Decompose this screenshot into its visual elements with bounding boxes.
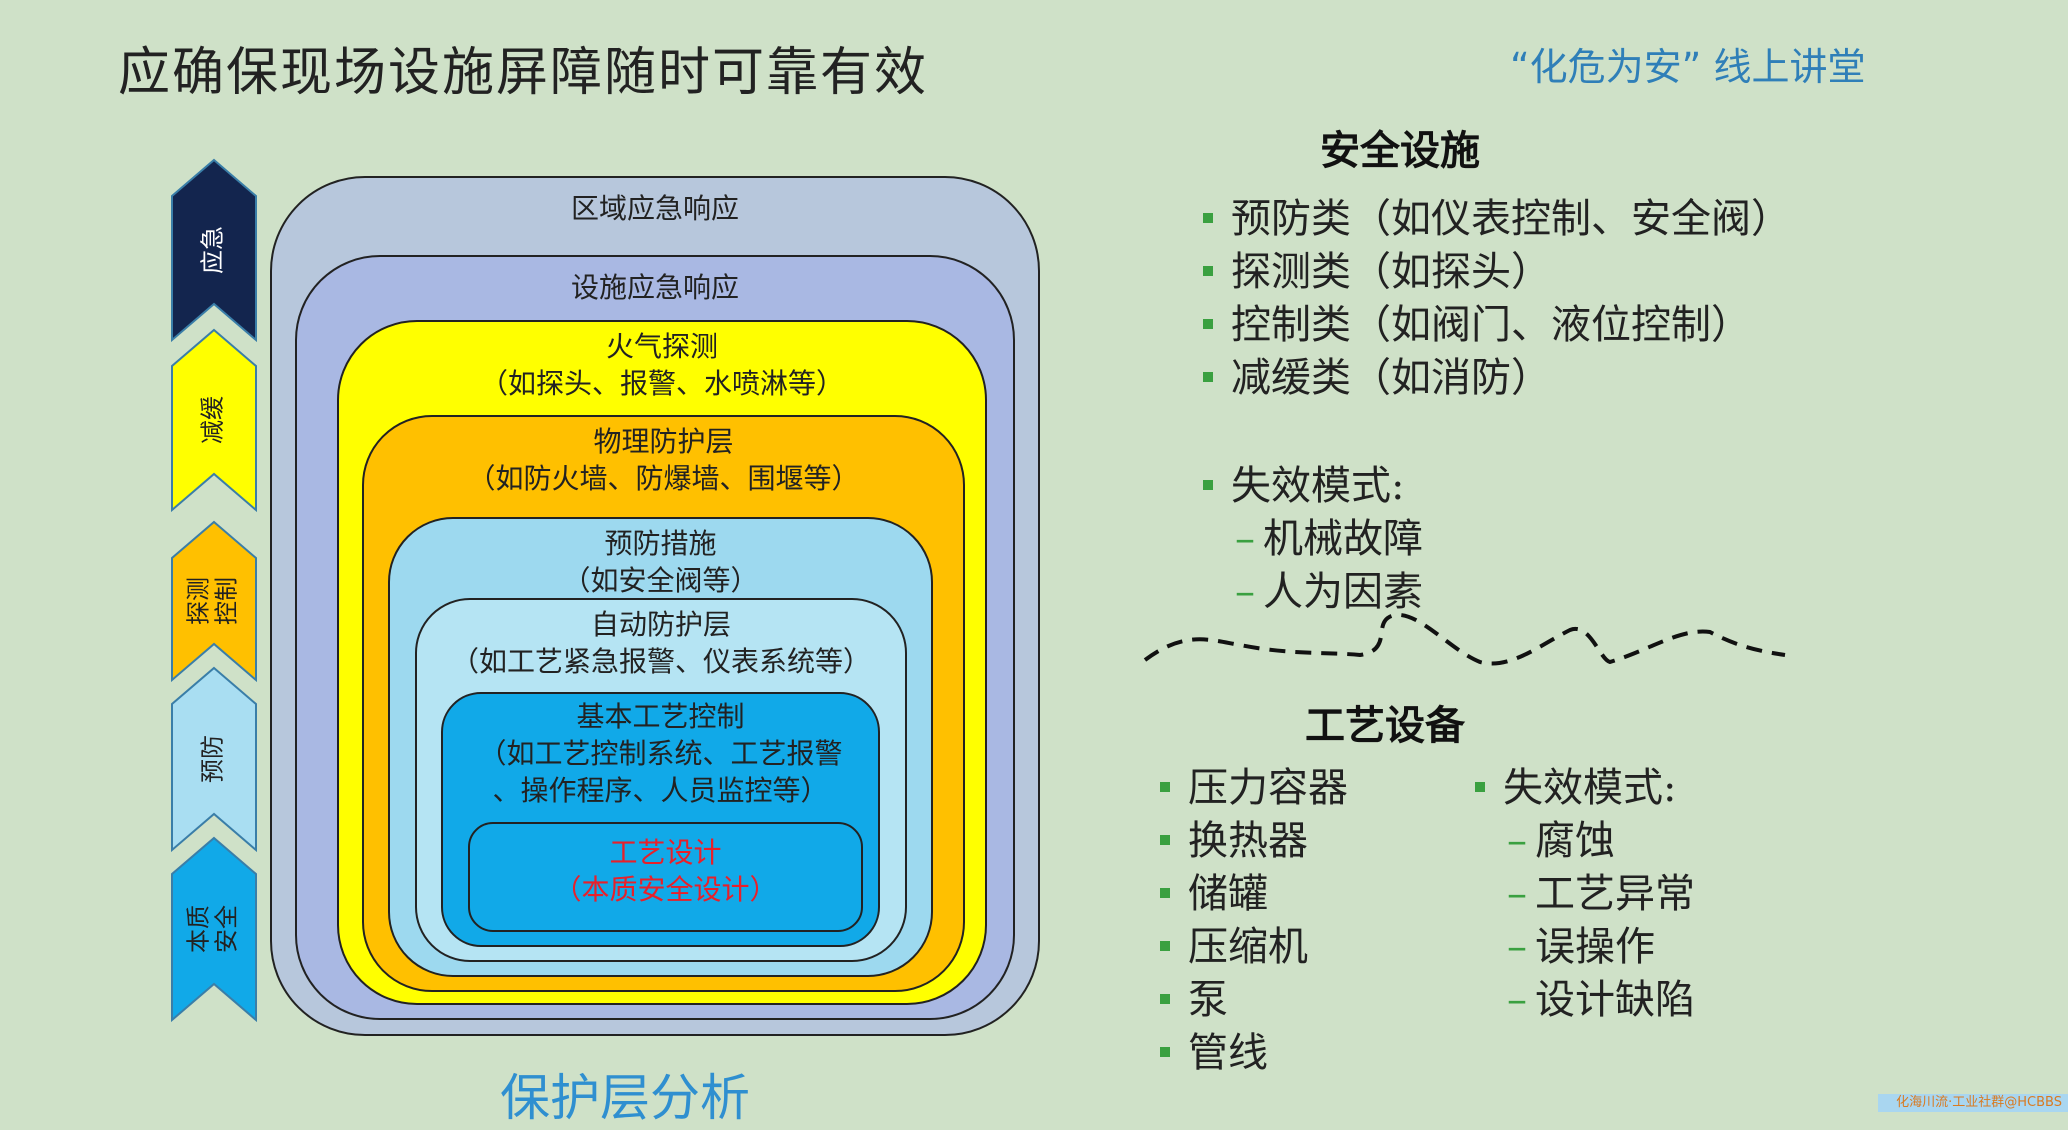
side-arrow-4 xyxy=(171,836,257,1023)
dash-icon: – xyxy=(1235,569,1255,615)
bullet-icon xyxy=(1203,213,1213,223)
dash-icon: – xyxy=(1507,977,1527,1023)
bullet-icon xyxy=(1160,782,1170,792)
list-item: 压缩机 xyxy=(1160,921,1348,974)
bullet-icon xyxy=(1160,835,1170,845)
dash-icon: – xyxy=(1507,818,1527,864)
list-item: –误操作 xyxy=(1507,924,1655,970)
list-item: 压力容器 xyxy=(1160,762,1348,815)
safety-facilities-heading: 安全设施 xyxy=(1320,127,1480,174)
list-item: 管线 xyxy=(1160,1027,1348,1080)
list-item: –机械故障 xyxy=(1235,516,1423,562)
dash-icon: – xyxy=(1507,924,1527,970)
safety-facilities-list: 预防类（如仪表控制、安全阀） 探测类（如探头） 控制类（如阀门、液位控制） 减缓… xyxy=(1203,193,1791,405)
process-equipment-list: 压力容器 换热器 储罐 压缩机 泵 管线 xyxy=(1160,762,1348,1080)
list-item: –工艺异常 xyxy=(1507,871,1695,917)
safety-failure-modes: 失效模式: –机械故障 –人为因素 xyxy=(1203,460,1423,619)
side-arrow-label: 减缓 xyxy=(199,396,227,444)
dash-icon: – xyxy=(1507,871,1527,917)
list-item: 失效模式: xyxy=(1203,460,1423,513)
lecture-subtitle: “化危为安” 线上讲堂 xyxy=(1510,45,1866,89)
bullet-icon xyxy=(1160,941,1170,951)
dash-icon: – xyxy=(1235,516,1255,562)
bullet-icon xyxy=(1203,372,1213,382)
side-arrow-label: 安全 xyxy=(213,905,241,953)
wavy-divider-line xyxy=(1143,612,1786,666)
list-item: 控制类（如阀门、液位控制） xyxy=(1203,299,1791,352)
bullet-icon xyxy=(1203,319,1213,329)
bullet-icon xyxy=(1160,1047,1170,1057)
side-arrow-2 xyxy=(171,520,257,683)
list-item: 探测类（如探头） xyxy=(1203,246,1791,299)
list-item: –人为因素 xyxy=(1235,569,1423,615)
side-arrow-label: 探测 xyxy=(185,577,213,625)
list-item: 预防类（如仪表控制、安全阀） xyxy=(1203,193,1791,246)
side-arrow-label: 本质 xyxy=(185,905,213,953)
bullet-icon xyxy=(1203,480,1213,490)
side-arrow-1 xyxy=(171,328,257,513)
side-arrow-0 xyxy=(171,158,257,343)
bullet-icon xyxy=(1203,266,1213,276)
list-item: –腐蚀 xyxy=(1507,818,1615,864)
bullet-icon xyxy=(1160,994,1170,1004)
side-arrow-label: 应急 xyxy=(199,226,227,274)
list-item: 泵 xyxy=(1160,974,1348,1027)
layer-process-design: 工艺设计 （本质安全设计） xyxy=(468,822,863,932)
bullet-icon xyxy=(1160,888,1170,898)
process-failure-modes: 失效模式: –腐蚀 –工艺异常 –误操作 –设计缺陷 xyxy=(1475,762,1695,1027)
process-equipment-heading: 工艺设备 xyxy=(1305,702,1465,749)
list-item: –设计缺陷 xyxy=(1507,977,1695,1023)
side-arrow-3 xyxy=(171,666,257,853)
side-arrow-label: 控制 xyxy=(213,577,241,625)
list-item: 失效模式: xyxy=(1475,762,1695,815)
side-arrow-label: 预防 xyxy=(199,735,227,783)
list-item: 换热器 xyxy=(1160,815,1348,868)
list-item: 减缓类（如消防） xyxy=(1203,352,1791,405)
watermark: 化海川流·工业社群@HCBBS xyxy=(1878,1094,2068,1112)
list-item: 储罐 xyxy=(1160,868,1348,921)
bullet-icon xyxy=(1475,782,1485,792)
page-title: 应确保现场设施屏障随时可靠有效 xyxy=(118,43,929,103)
